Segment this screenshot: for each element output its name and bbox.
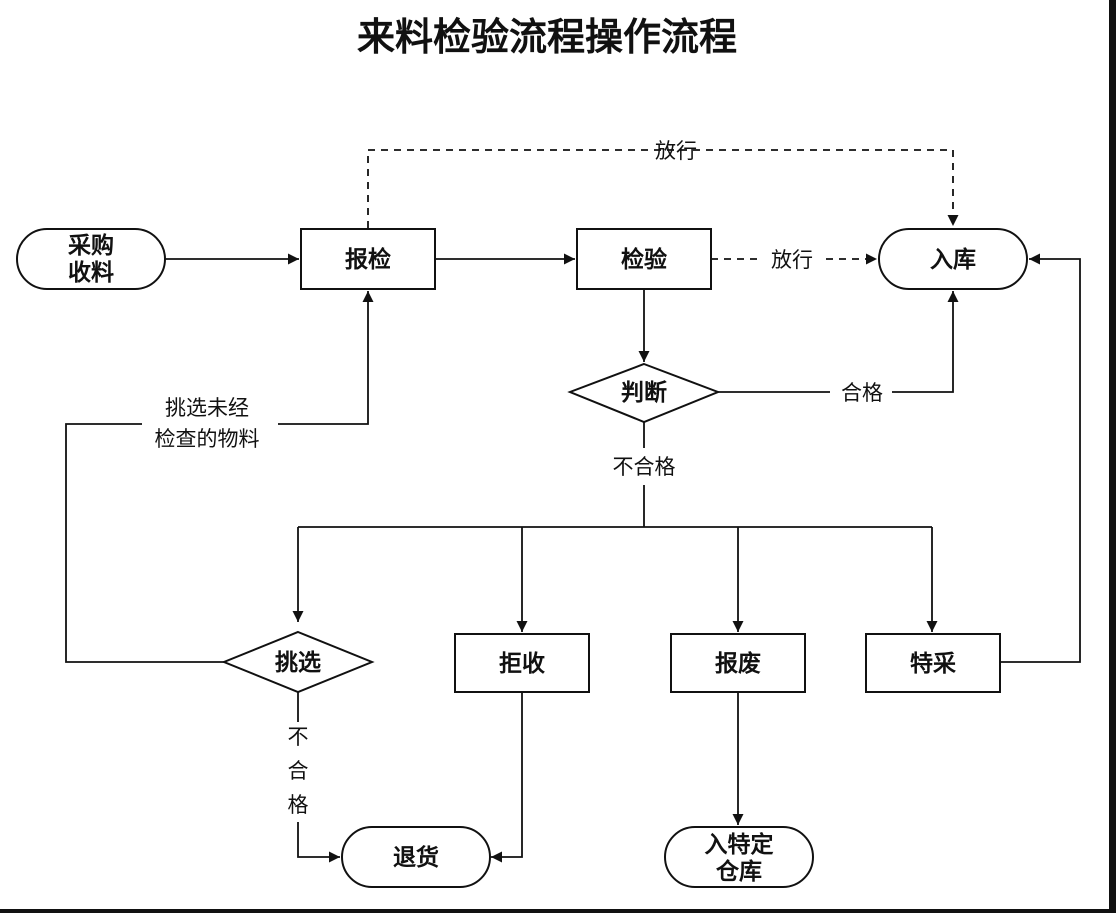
edge-reject-return <box>491 692 523 863</box>
node-select-label: 挑选 <box>275 650 321 676</box>
node-select: 挑选 <box>221 630 375 694</box>
edge-pass-b <box>892 291 959 393</box>
node-purchase: 采购 收料 <box>16 228 166 290</box>
node-judge-label: 判断 <box>621 379 667 406</box>
label-select-back-line1: 挑选未经 <box>165 396 249 420</box>
node-special-store-line1: 入特定 <box>705 831 774 858</box>
node-special-label: 特采 <box>910 651 956 677</box>
node-scrap: 报废 <box>670 633 806 693</box>
node-special: 特采 <box>865 633 1001 693</box>
label-release-top: 放行 <box>655 139 697 163</box>
node-report-label: 报检 <box>345 246 391 273</box>
edge-special-warehouse <box>1000 253 1081 663</box>
label-release-mid: 放行 <box>771 248 813 272</box>
node-special-store: 入特定 仓库 <box>664 826 814 888</box>
label-select-fail-1: 不 <box>288 725 309 749</box>
node-reject: 拒收 <box>454 633 590 693</box>
node-return: 退货 <box>341 826 491 888</box>
node-reject-label: 拒收 <box>499 650 545 677</box>
edge-select-fail-b <box>297 822 340 863</box>
window-frame-bottom <box>0 909 1116 913</box>
node-special-store-line2: 仓库 <box>715 858 762 885</box>
window-frame-right <box>1109 0 1116 913</box>
diagram-title: 来料检验流程操作流程 <box>357 15 737 59</box>
edge-select-back-b <box>278 291 374 425</box>
node-purchase-line1: 采购 <box>68 233 114 259</box>
edge-release-top <box>367 149 959 228</box>
node-report: 报检 <box>300 228 436 290</box>
node-scrap-label: 报废 <box>715 650 761 677</box>
node-purchase-line2: 收料 <box>68 259 114 286</box>
node-return-label: 退货 <box>393 844 439 871</box>
edge-select-back-a <box>65 423 226 663</box>
label-select-fail-3: 格 <box>288 793 309 817</box>
node-warehouse-label: 入库 <box>930 247 976 273</box>
label-pass: 合格 <box>841 381 883 405</box>
node-judge: 判断 <box>567 362 721 424</box>
node-warehouse: 入库 <box>878 228 1028 290</box>
node-inspect-label: 检验 <box>621 246 667 273</box>
label-select-back-line2: 检查的物料 <box>155 427 260 451</box>
label-fail: 不合格 <box>613 455 676 479</box>
label-select-fail-2: 合 <box>288 759 309 783</box>
node-inspect: 检验 <box>576 228 712 290</box>
